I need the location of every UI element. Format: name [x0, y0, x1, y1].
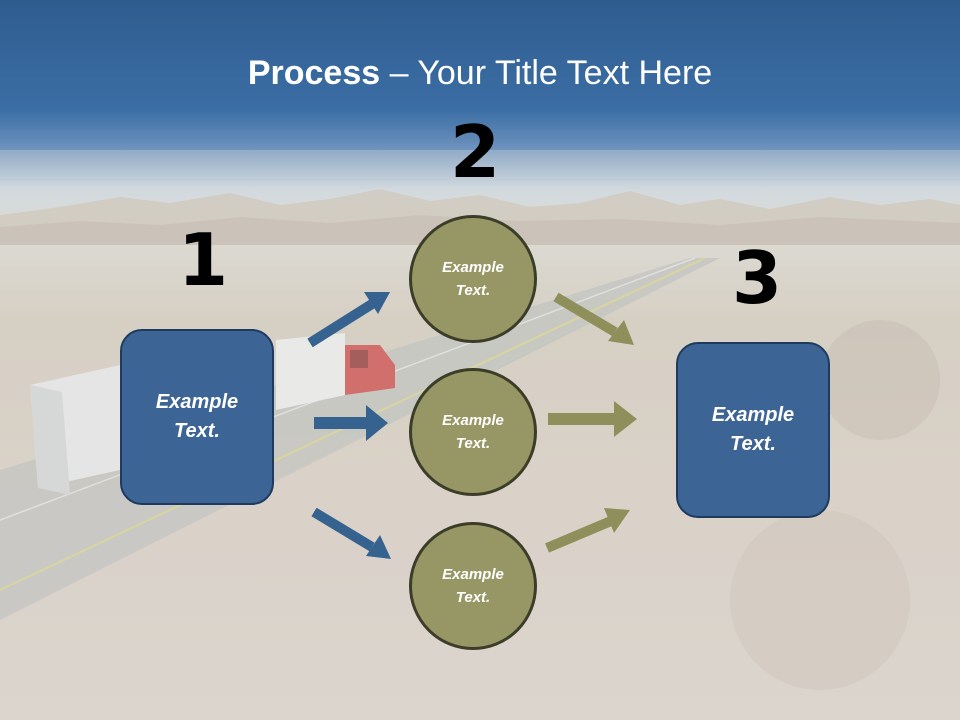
arrow-left-to-middle — [314, 405, 388, 441]
circle-step-middle: Example Text. — [409, 368, 537, 496]
right-process-box: Example Text. — [676, 342, 830, 518]
slide-title: Process – Your Title Text Here — [0, 54, 960, 93]
right-box-text: Example Text. — [711, 404, 795, 455]
left-box-text: Example Text. — [155, 391, 239, 442]
circle-middle-text: Example Text. — [442, 412, 504, 452]
arrow-middle-to-right — [548, 401, 637, 437]
step-number-1: 1 — [178, 218, 229, 302]
title-bold: Process — [247, 54, 381, 92]
circle-step-top: Example Text. — [409, 215, 537, 343]
circle-bottom-text: Example Text. — [442, 566, 504, 606]
arrow-left-to-bottom — [311, 507, 391, 559]
circle-step-bottom: Example Text. — [409, 522, 537, 650]
arrow-top-to-right — [553, 292, 634, 345]
title-rest: – Your Title Text Here — [380, 54, 713, 92]
step-number-3: 3 — [732, 236, 783, 320]
step-number-2: 2 — [450, 110, 501, 194]
arrow-bottom-to-right — [545, 508, 630, 553]
circle-top-text: Example Text. — [442, 259, 504, 299]
arrow-left-to-top — [307, 292, 390, 348]
left-process-box: Example Text. — [120, 329, 274, 505]
